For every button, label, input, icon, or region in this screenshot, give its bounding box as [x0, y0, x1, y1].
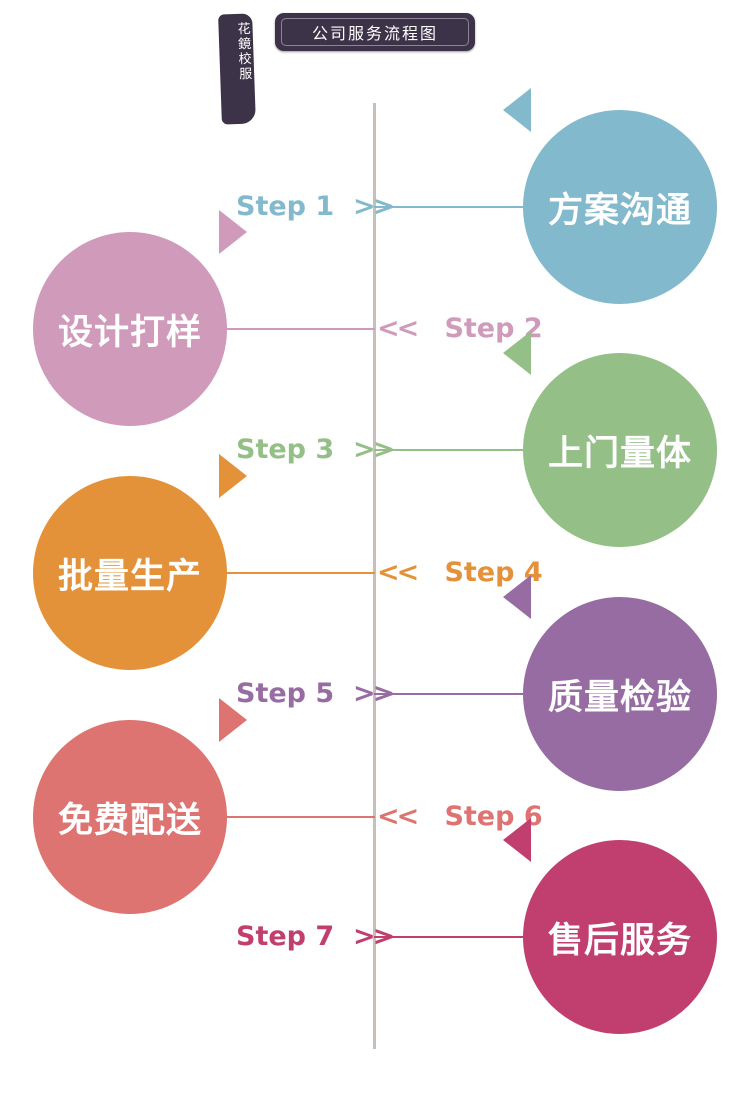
step-5-pointer [503, 575, 531, 619]
step-1-name: 方案沟通 [547, 190, 692, 231]
step-3-arrow-icon: >> [353, 434, 395, 465]
step-6-arrow-icon: << [377, 801, 419, 832]
step-6-pointer [219, 698, 247, 742]
step-3-label: Step 3 >> [236, 433, 395, 467]
step-6-name: 免费配送 [57, 800, 202, 841]
step-7-circle: 售后服务 [503, 818, 717, 1034]
step-3-number: Step 3 [236, 434, 335, 465]
step-3-connector [374, 449, 526, 451]
step-5-connector [374, 693, 526, 695]
step-5-circle: 质量检验 [503, 575, 717, 791]
step-1-circle: 方案沟通 [503, 88, 717, 304]
step-5-number: Step 5 [236, 678, 335, 709]
step-7-pointer [503, 818, 531, 862]
step-6-connector [225, 816, 375, 818]
step-3-name: 上门量体 [547, 433, 692, 474]
step-1-arrow-icon: >> [353, 191, 395, 222]
step-2-pointer [219, 210, 247, 254]
step-1-number: Step 1 [236, 191, 335, 222]
step-4-name: 批量生产 [57, 556, 202, 597]
step-4-pointer [219, 454, 247, 498]
step-6-circle: 免费配送 [33, 698, 247, 914]
step-3-pointer [503, 331, 531, 375]
step-7-connector [374, 936, 526, 938]
step-5-name: 质量检验 [547, 677, 692, 718]
timeline-axis [373, 103, 376, 1049]
step-5-arrow-icon: >> [353, 678, 395, 709]
step-4-arrow-icon: << [377, 557, 419, 588]
step-7-label: Step 7 >> [236, 920, 395, 954]
step-1-connector [374, 206, 526, 208]
brand-text: 花鏡校服 [234, 21, 252, 83]
brand-tag: 花鏡校服 [218, 13, 256, 125]
step-4-circle: 批量生产 [33, 454, 247, 670]
step-2-connector [225, 328, 375, 330]
step-5-label: Step 5 >> [236, 677, 395, 711]
step-7-arrow-icon: >> [353, 921, 395, 952]
step-2-circle: 设计打样 [33, 210, 247, 426]
step-1-label: Step 1 >> [236, 190, 395, 224]
step-7-number: Step 7 [236, 921, 335, 952]
page-title: 公司服务流程图 [281, 18, 469, 46]
step-2-arrow-icon: << [377, 313, 419, 344]
step-7-name: 售后服务 [547, 920, 692, 961]
title-plaque: 公司服务流程图 [275, 13, 475, 51]
step-4-connector [225, 572, 375, 574]
step-3-circle: 上门量体 [503, 331, 717, 547]
step-2-name: 设计打样 [57, 312, 202, 353]
step-1-pointer [503, 88, 531, 132]
